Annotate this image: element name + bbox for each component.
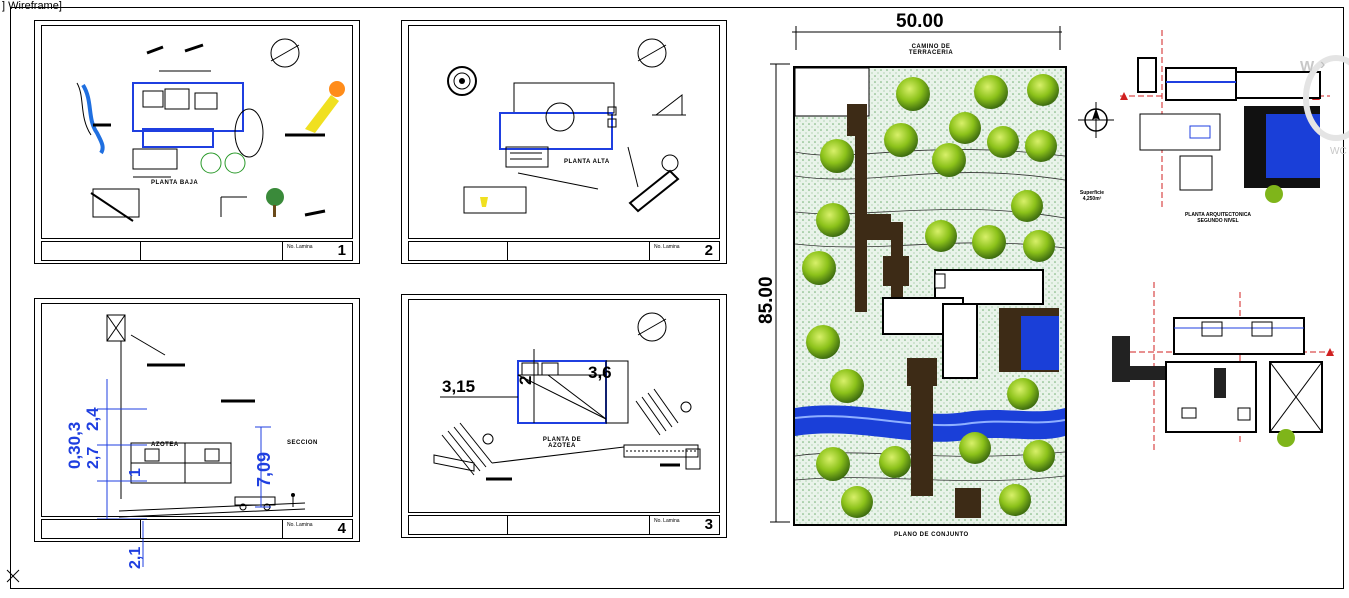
road-label-line-1: CAMINO DE [911, 44, 951, 50]
dim-label: 3,6 [588, 363, 612, 382]
site-caption: PLANO DE CONJUNTO [894, 532, 969, 538]
sheet-title: PLANTA ALTA [564, 159, 610, 165]
north-arrow-icon [1078, 102, 1114, 138]
sheet-planta-azotea[interactable]: 3,15 2 3,6 PLANTA DE AZOTEA No. Lamina 3 [401, 294, 727, 538]
lower-floor-plan-drawing [1112, 282, 1337, 452]
sheet-seccion[interactable]: AZOTEA SECCION 0,30,3 2,4 2,7 1 7,09 2,1… [34, 298, 360, 569]
road-label: CAMINO DE TERRACERIA [896, 44, 966, 56]
lower-floor-plan[interactable] [1112, 282, 1337, 452]
title-block-label: No. Lamina [654, 244, 680, 250]
upper-floor-plan-drawing [1120, 30, 1330, 210]
planta-baja-drawing [76, 38, 345, 222]
sheet-number: 2 [704, 242, 713, 259]
site-plan-drawing [795, 68, 1065, 524]
seccion-drawing [97, 314, 306, 567]
upper-floor-plan[interactable] [1120, 30, 1330, 210]
road-label-line-2: TERRACERIA [908, 50, 954, 56]
sheet-title: PLANTA BAJA [151, 180, 199, 186]
dim-label: 3,15 [442, 377, 476, 396]
planta-alta-drawing [447, 38, 686, 214]
area-label: Superficie 4,250m² [1072, 190, 1112, 202]
sheet-title: SECCION [287, 440, 318, 446]
site-plan[interactable] [793, 66, 1067, 526]
title-block-label: No. Lamina [654, 518, 680, 524]
upper-plan-caption-line-2: SEGUNDO NIVEL [1197, 218, 1239, 224]
viewport-label[interactable]: ] Wireframe] [0, 0, 64, 12]
sheet-planta-alta[interactable]: PLANTA ALTA No. Lamina 2 [401, 20, 727, 264]
area-label-line-2: 4,250m² [1082, 196, 1102, 202]
title-block-label: No. Lamina [287, 522, 313, 528]
sheet-inner-border [408, 25, 720, 239]
sheet-inner-border [41, 25, 353, 239]
title-block: No. Lamina 2 [408, 241, 720, 261]
sheet-title-text: PLANTA DE AZOTEA [542, 437, 582, 449]
viewcube-arrow-icon[interactable]: › [1320, 56, 1326, 73]
upper-plan-caption: PLANTA ARQUITECTONICA SEGUNDO NIVEL [1168, 212, 1268, 224]
area-label-line-1: Superficie [1079, 190, 1105, 196]
sheet-number: 4 [337, 520, 346, 537]
sheet-inner-border [408, 299, 720, 513]
sheet-number: 3 [704, 516, 713, 533]
site-width-dimension: 50.00 [896, 11, 944, 32]
viewcube[interactable]: W › WC [1296, 42, 1349, 162]
title-block: No. Lamina 4 [41, 519, 353, 539]
drawing-border [10, 7, 1344, 589]
roof-label: AZOTEA [151, 442, 179, 448]
title-block: No. Lamina 3 [408, 515, 720, 535]
sheet-title: PLANTA DE AZOTEA [532, 437, 592, 449]
sheet-number: 1 [337, 242, 346, 259]
title-block: No. Lamina 1 [41, 241, 353, 261]
site-height-dimension: 85.00 [756, 276, 777, 324]
upper-plan-caption-line-1: PLANTA ARQUITECTONICA [1184, 212, 1252, 218]
viewcube-west-label[interactable]: W [1300, 58, 1315, 75]
title-block-label: No. Lamina [287, 244, 313, 250]
viewcube-ring [1303, 55, 1349, 141]
ucs-icon [6, 569, 20, 583]
planta-azotea-drawing [433, 312, 701, 481]
wcs-label[interactable]: WC [1330, 146, 1347, 157]
sheet-inner-border [41, 303, 353, 517]
sheet-planta-baja[interactable]: PLANTA BAJA No. Lamina 1 [34, 20, 360, 264]
